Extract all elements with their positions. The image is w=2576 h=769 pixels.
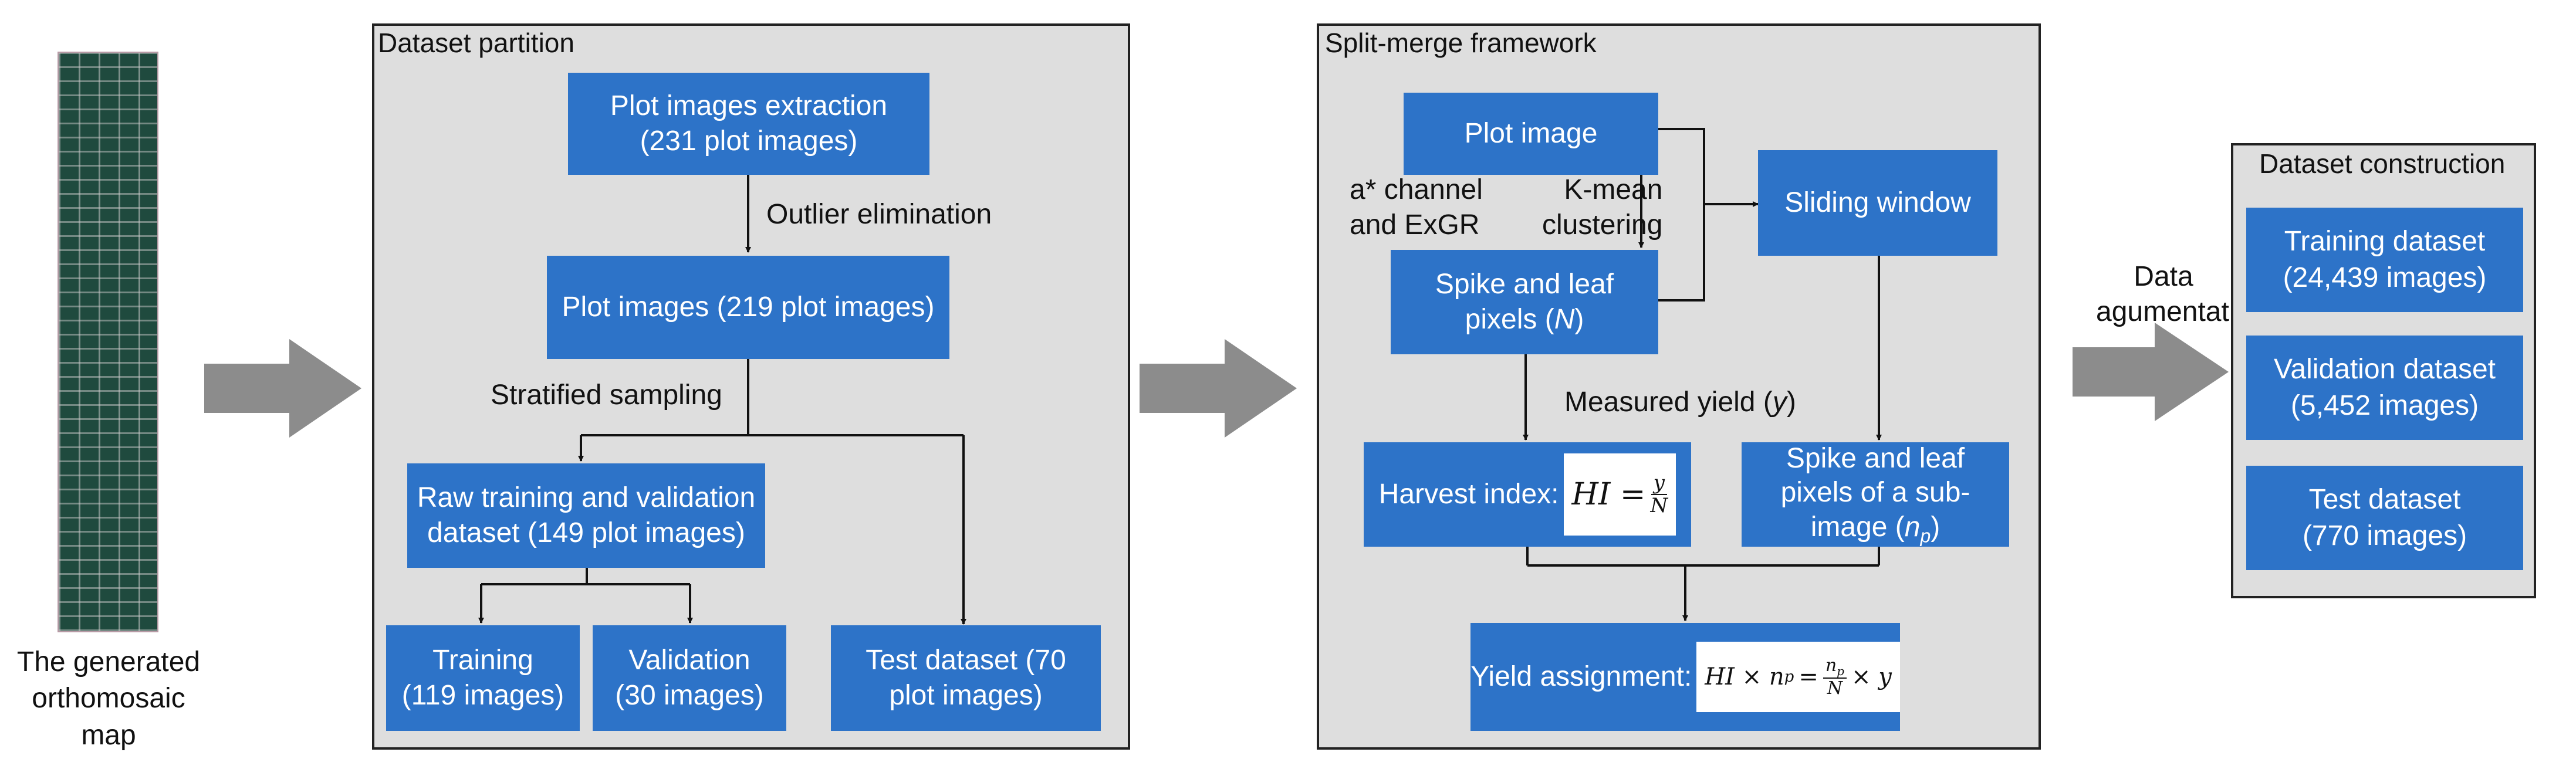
split-merge-title: Split-merge framework [1325,28,1597,58]
sliding-window-box: Sliding window [1758,150,1997,256]
spike-leaf-pixels-box: Spike and leaf pixels (N) [1391,250,1658,354]
plot-images-box: Plot images (219 plot images) [547,256,949,359]
orthomosaic-map-image [58,52,158,632]
test-dataset-box: Test dataset (70 plot images) [831,625,1101,731]
training-box: Training (119 images) [386,625,580,731]
validation-box: Validation (30 images) [593,625,786,731]
sub-image-pixels-box: Spike and leaf pixels of a sub- image (n… [1742,442,2009,547]
validation-dataset-box: Validation dataset (5,452 images) [2246,336,2523,440]
stratified-sampling-label: Stratified sampling [491,380,722,411]
map-caption: The generated orthomosaic map [16,646,201,751]
dataset-construction-title: Dataset construction [2259,148,2506,179]
plot-images-extraction-box: Plot images extraction (231 plot images) [568,73,929,175]
measured-yield-label: Measured yield (y) [1564,387,1796,418]
dataset-partition-title: Dataset partition [378,28,574,58]
arrow-partition-to-splitmerge [1140,339,1297,438]
plot-image-box: Plot image [1404,93,1658,175]
raw-training-validation-box: Raw training and validation dataset (149… [407,463,765,568]
outlier-elimination-label: Outlier elimination [766,199,992,230]
training-dataset-box: Training dataset (24,439 images) [2246,208,2523,312]
arrow-map-to-partition [204,339,361,438]
kmean-clustering-label: K-mean clustering [1542,174,1663,240]
test-dataset-construction-box: Test dataset (770 images) [2246,466,2523,570]
arrow-splitmerge-to-construction [2073,323,2229,421]
achannel-exgr-label: a* channel and ExGR [1350,174,1483,240]
